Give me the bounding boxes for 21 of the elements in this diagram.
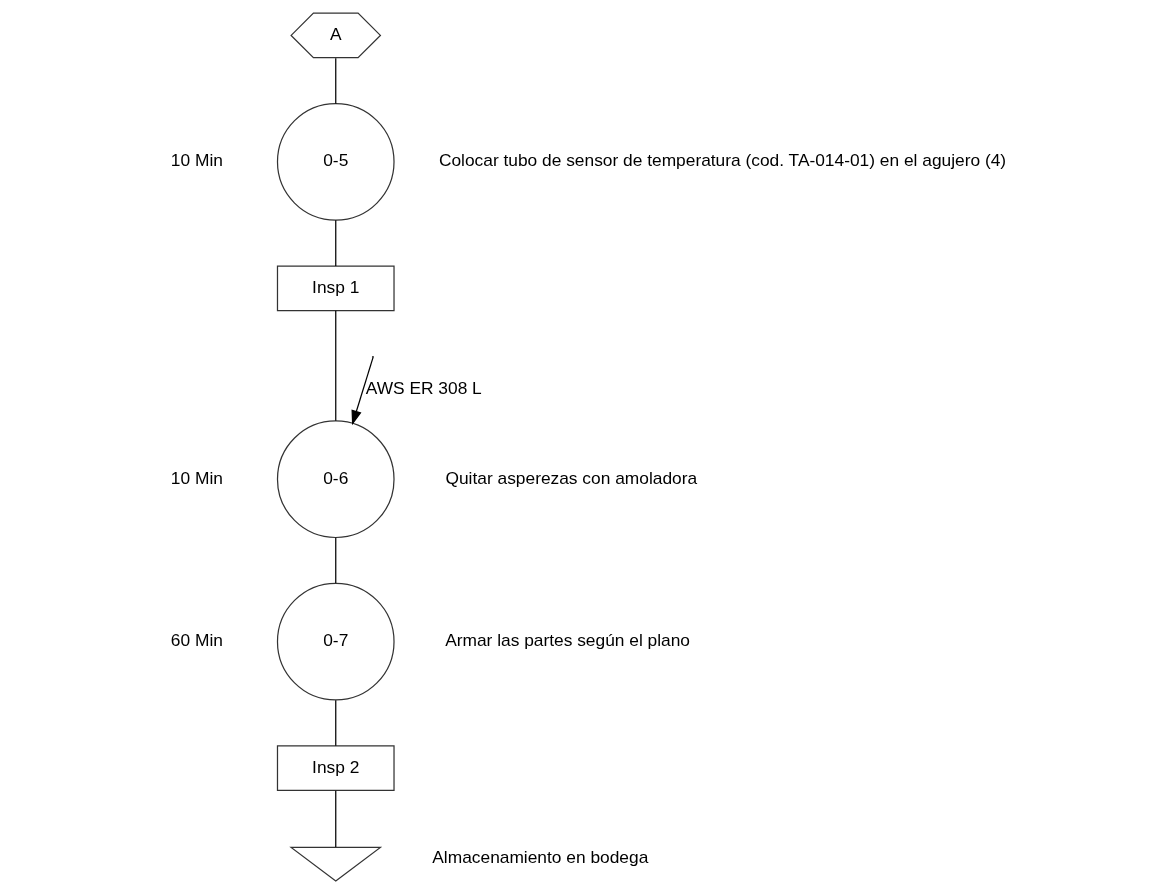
node-label: Almacenamiento en bodega xyxy=(431,847,648,868)
connector xyxy=(334,57,336,105)
node-label: 10 Min xyxy=(170,150,223,171)
node-circle: 0-5 xyxy=(276,103,395,221)
connector xyxy=(334,699,336,747)
connector xyxy=(334,790,336,848)
node-label: Quitar asperezas con amoladora xyxy=(444,467,697,488)
arrow xyxy=(351,357,374,426)
connector xyxy=(334,310,336,422)
node-circle: 0-6 xyxy=(276,420,395,539)
connector xyxy=(334,537,336,584)
node-label: 60 Min xyxy=(170,630,223,651)
node-circle: 0-7 xyxy=(276,582,395,701)
node-box: Insp 1 xyxy=(276,265,395,312)
node-triangle xyxy=(288,846,382,882)
node-box: Insp 2 xyxy=(276,745,395,791)
node-label: Colocar tubo de sensor de temperatura (cod. TA-014-01) en el agujero (4) xyxy=(438,150,1006,171)
connector xyxy=(334,219,336,267)
node-label: 10 Min xyxy=(170,467,223,488)
node-label: Armar las partes según el plano xyxy=(444,630,690,651)
edge-label: AWS ER 308 L xyxy=(365,377,482,398)
